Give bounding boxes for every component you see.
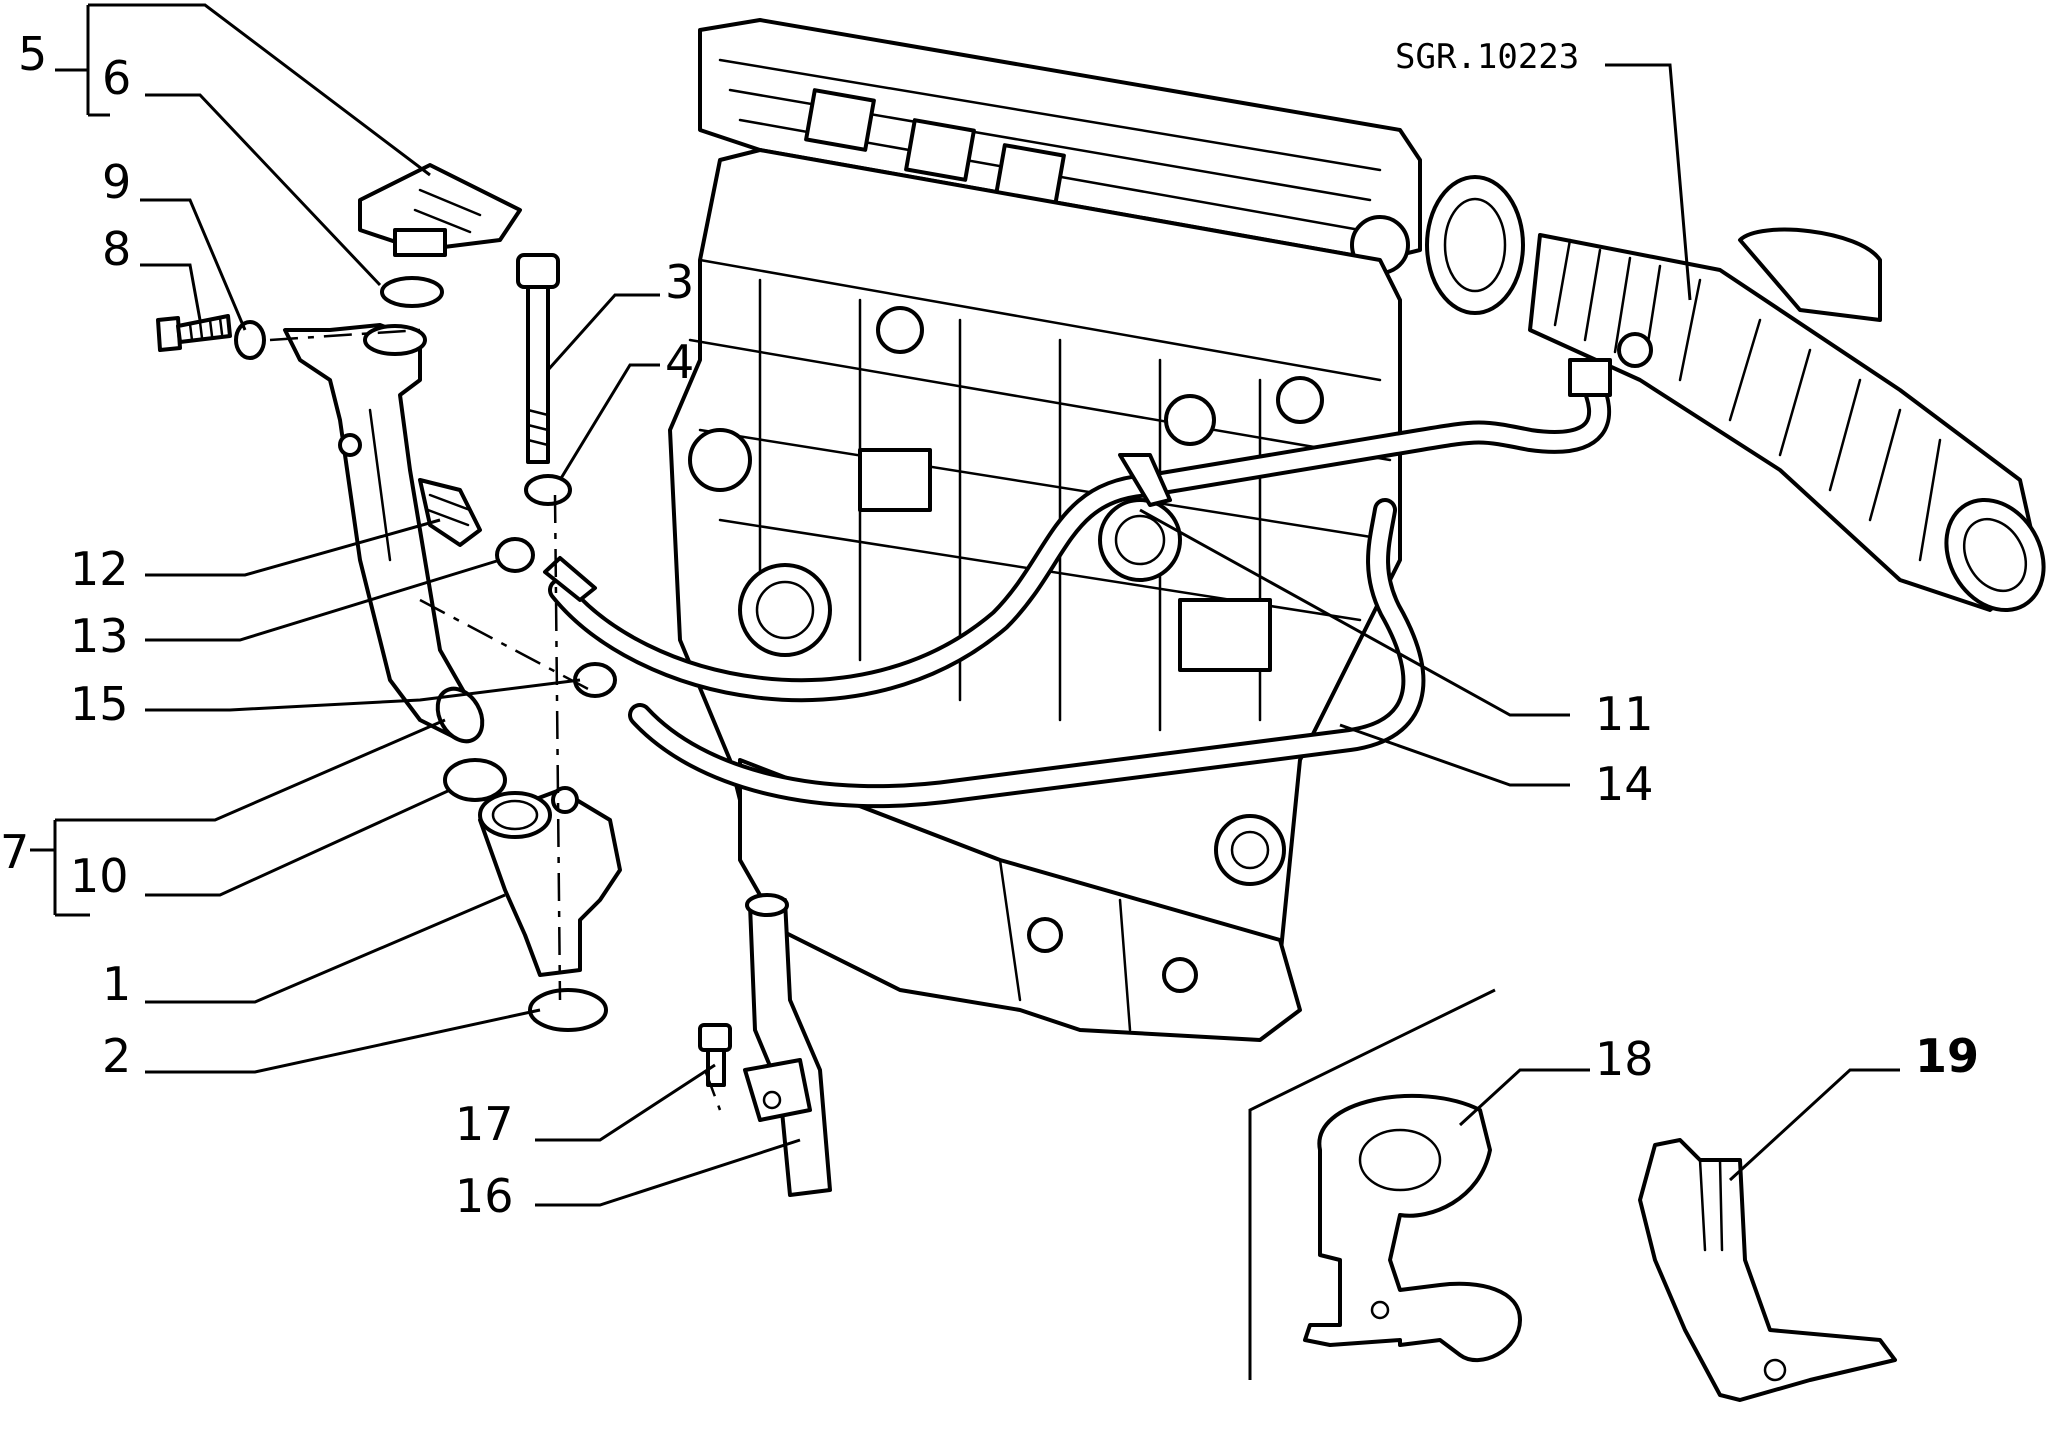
callout-2: 2 xyxy=(102,1029,131,1083)
part-1-thermostat-housing xyxy=(478,786,622,977)
callout-16: 16 xyxy=(455,1169,514,1223)
callout-14: 14 xyxy=(1595,757,1654,811)
coolant-hose-11 xyxy=(543,358,1612,703)
part-3-bolt xyxy=(516,253,560,464)
drawing-reference: SGR.10223 xyxy=(1395,37,1579,77)
callout-17: 17 xyxy=(455,1097,514,1151)
coolant-hose-14 xyxy=(628,498,1426,809)
callout-13: 13 xyxy=(70,609,129,663)
engine-block xyxy=(668,18,1525,1042)
part-2-o-ring xyxy=(528,988,608,1032)
callout-12: 12 xyxy=(70,542,129,596)
part-17-bolt xyxy=(698,1023,732,1087)
inset-divider xyxy=(1248,988,1496,1380)
part-18-bracket xyxy=(1303,1093,1522,1362)
part-5-cover xyxy=(358,163,522,257)
callout-1: 1 xyxy=(102,957,131,1011)
part-9-washer xyxy=(234,320,266,360)
assembly-axis-4 xyxy=(703,1069,722,1111)
part-8-bolt xyxy=(156,314,232,352)
part-12-sensor xyxy=(418,478,482,547)
leader-lines xyxy=(30,3,1900,1207)
part-4-washer xyxy=(524,474,572,506)
air-intake-hose xyxy=(1528,227,2046,613)
callout-7: 7 xyxy=(0,825,29,879)
callout-3: 3 xyxy=(665,255,694,309)
callout-4: 4 xyxy=(665,335,694,389)
part-10-o-ring xyxy=(443,758,507,802)
callout-11: 11 xyxy=(1595,687,1654,741)
callout-8: 8 xyxy=(102,222,131,276)
callout-15: 15 xyxy=(70,677,129,731)
part-16-pipe xyxy=(743,893,832,1197)
callout-6: 6 xyxy=(102,51,131,105)
callout-19: 19 xyxy=(1915,1029,1979,1083)
assembly-axis-1 xyxy=(553,494,562,1001)
part-6-o-ring xyxy=(380,276,444,308)
callout-10: 10 xyxy=(70,849,129,903)
part-19-bracket xyxy=(1638,1138,1897,1402)
hose-clamp xyxy=(573,662,617,698)
callout-5: 5 xyxy=(18,27,47,81)
callout-9: 9 xyxy=(102,155,131,209)
assembly-axis-2 xyxy=(419,598,591,692)
callout-18: 18 xyxy=(1595,1032,1654,1086)
assembly-axis-3 xyxy=(269,328,421,342)
part-13-clip xyxy=(495,537,535,573)
